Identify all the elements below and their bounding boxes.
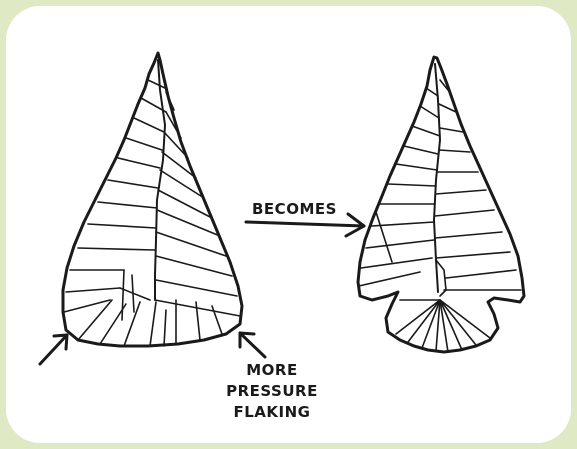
blank-outline [63,53,242,346]
blank-ridge [155,60,165,300]
pressure-flaking-note: MORE PRESSURE FLAKING [216,360,328,423]
blank-base-flakes [78,300,222,346]
note-line-1: MORE [216,360,328,381]
blank-flake-scars-right [155,92,240,316]
becomes-label: BECOMES [252,200,337,218]
note-line-3: FLAKING [216,402,328,423]
finished-arrowhead [358,57,524,352]
blank-flake-scars-left [64,80,166,320]
rough-flint-blank [63,53,242,346]
pressure-arrow-right [240,333,265,357]
arrowhead-flake-scars-right [435,80,521,290]
note-line-2: PRESSURE [216,381,328,402]
pressure-arrow-left [40,335,67,364]
arrowhead-flake-scars-left [359,88,440,286]
